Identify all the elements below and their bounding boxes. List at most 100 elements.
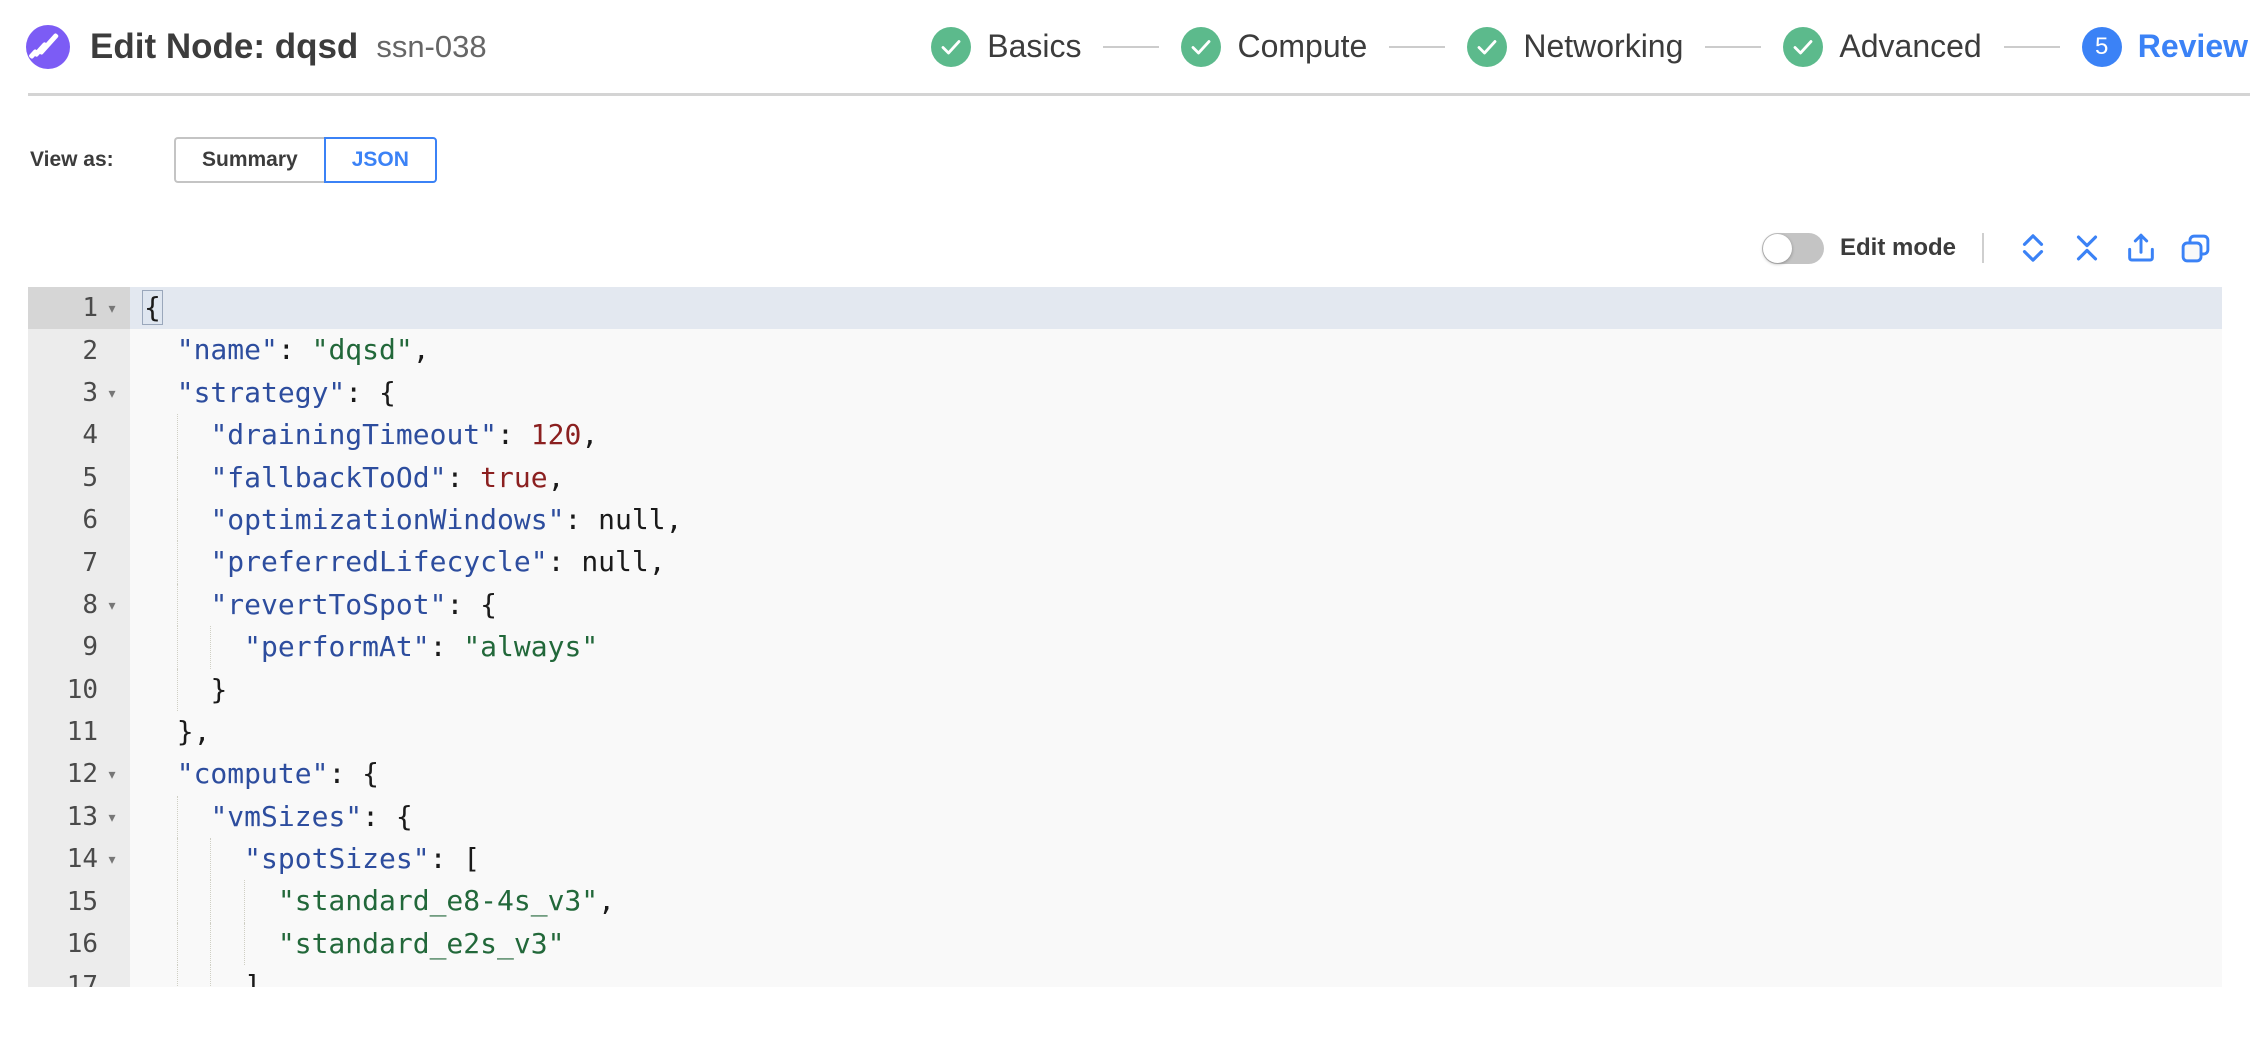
- code-line[interactable]: 1▾{: [28, 287, 2222, 330]
- line-number: 8: [82, 589, 98, 620]
- edit-mode-label: Edit mode: [1839, 234, 1956, 261]
- line-gutter: 13 ▾: [28, 795, 130, 839]
- line-gutter: 15▾: [28, 880, 130, 923]
- code-token: :: [497, 418, 531, 452]
- code-text: "compute": {: [130, 753, 2222, 795]
- line-gutter: 12 ▾: [28, 753, 130, 796]
- code-line[interactable]: 15▾ "standard_e8-4s_v3",: [28, 880, 2222, 923]
- code-line[interactable]: 6▾ "optimizationWindows": null,: [28, 498, 2222, 542]
- code-line[interactable]: 13 ▾ "vmSizes": {: [28, 795, 2222, 839]
- code-token: "revertToSpot": [210, 587, 447, 621]
- line-number: 13: [66, 801, 98, 832]
- code-line[interactable]: 16▾ "standard_e2s_v3": [28, 922, 2222, 966]
- line-gutter: 16▾: [28, 922, 130, 966]
- step-networking[interactable]: Networking: [1467, 26, 1683, 67]
- page-title: Edit Node: dqsd: [90, 26, 359, 66]
- fold-toggle-icon[interactable]: ▾: [108, 596, 116, 613]
- code-text: "vmSizes": {: [130, 795, 2222, 839]
- code-line[interactable]: 11▾ },: [28, 710, 2222, 754]
- fold-toggle-icon[interactable]: ▾: [108, 851, 116, 868]
- step-connector: [2003, 45, 2060, 48]
- code-text: "spotSizes": [: [130, 838, 2222, 881]
- code-token: "vmSizes": [210, 799, 363, 833]
- code-token: "standard_e2s_v3": [277, 926, 565, 960]
- code-token: },: [176, 714, 211, 748]
- fold-toggle-icon[interactable]: ▾: [108, 808, 116, 825]
- code-token: true: [480, 460, 548, 494]
- line-gutter: 6▾: [28, 498, 130, 542]
- line-number: 14: [66, 844, 98, 875]
- step-check-icon: [1181, 26, 1222, 67]
- code-token: ,: [581, 418, 599, 452]
- view-as-summary-button[interactable]: Summary: [174, 137, 324, 183]
- step-compute[interactable]: Compute: [1181, 26, 1367, 67]
- expand-all-icon[interactable]: [2006, 229, 2060, 267]
- code-token: : [: [429, 842, 481, 876]
- code-line[interactable]: 14 ▾ "spotSizes": [: [28, 838, 2222, 881]
- step-advanced[interactable]: Advanced: [1783, 26, 1982, 67]
- line-number: 10: [66, 674, 98, 705]
- code-text: "revertToSpot": {: [130, 583, 2222, 627]
- step-basics[interactable]: Basics: [931, 26, 1081, 67]
- code-token: }: [210, 672, 228, 706]
- line-number: 16: [66, 929, 98, 960]
- code-token: "drainingTimeout": [210, 418, 498, 452]
- code-text: ],: [130, 965, 2222, 987]
- line-number: 4: [82, 420, 98, 451]
- code-text: "name": "dqsd",: [130, 329, 2222, 371]
- indent-guide: [176, 838, 178, 881]
- code-token: : {: [362, 799, 413, 833]
- code-line[interactable]: 10▾ }: [28, 668, 2222, 711]
- header-divider: [28, 93, 2250, 96]
- code-token: :: [446, 460, 481, 494]
- code-text: },: [130, 711, 2222, 753]
- share-export-icon[interactable]: [2114, 229, 2168, 267]
- indent-guide: [176, 922, 178, 966]
- line-gutter: 4▾: [28, 414, 130, 457]
- collapse-all-icon[interactable]: [2060, 229, 2114, 267]
- code-text: "standard_e8-4s_v3",: [130, 880, 2222, 923]
- code-text: {: [130, 287, 2222, 329]
- indent-guide: [176, 583, 178, 627]
- copy-icon[interactable]: [2168, 229, 2222, 267]
- code-token: "compute": [176, 757, 329, 791]
- code-line[interactable]: 4▾ "drainingTimeout": 120,: [28, 414, 2222, 457]
- code-token: ,: [547, 460, 565, 494]
- view-as-json-button[interactable]: JSON: [323, 137, 437, 183]
- step-label: Advanced: [1839, 28, 1982, 64]
- comet-logo-icon: [26, 24, 70, 69]
- code-line[interactable]: 2▾ "name": "dqsd",: [28, 329, 2222, 372]
- line-gutter: 3▾: [28, 371, 130, 415]
- code-line[interactable]: 5▾ "fallbackToOd": true,: [28, 456, 2222, 499]
- line-gutter: 9▾: [28, 626, 130, 669]
- fold-toggle-icon[interactable]: ▾: [108, 766, 116, 783]
- step-check-icon: [1467, 26, 1508, 67]
- indent-guide: [176, 541, 178, 584]
- line-gutter: 5▾: [28, 456, 130, 499]
- indent-guide: [176, 965, 178, 987]
- line-number: 9: [82, 632, 98, 663]
- indent-guide: [176, 414, 178, 457]
- code-line[interactable]: 12 ▾ "compute": {: [28, 753, 2222, 796]
- edit-mode-toggle[interactable]: [1761, 232, 1824, 264]
- code-token: "dqsd": [311, 333, 413, 367]
- code-text: "fallbackToOd": true,: [130, 456, 2222, 499]
- code-line[interactable]: 7▾ "preferredLifecycle": null,: [28, 541, 2222, 584]
- line-gutter: 11▾: [28, 710, 130, 754]
- code-line[interactable]: 3▾ "strategy": {: [28, 371, 2222, 415]
- indent-guide: [210, 965, 212, 987]
- code-text: "optimizationWindows": null,: [130, 498, 2222, 542]
- code-line[interactable]: 8 ▾ "revertToSpot": {: [28, 583, 2222, 627]
- json-code-editor[interactable]: 1▾{2▾ "name": "dqsd",3▾ "strategy": {4▾ …: [28, 287, 2222, 987]
- step-check-icon: [1783, 26, 1824, 67]
- fold-toggle-icon[interactable]: ▾: [108, 384, 116, 401]
- code-line[interactable]: 17▾ ],: [28, 965, 2222, 987]
- code-token: "name": [176, 333, 278, 367]
- line-number: 12: [66, 759, 98, 790]
- code-line[interactable]: 9▾ "performAt": "always": [28, 626, 2222, 669]
- indent-guide: [210, 922, 212, 966]
- fold-toggle-icon[interactable]: ▾: [108, 300, 116, 317]
